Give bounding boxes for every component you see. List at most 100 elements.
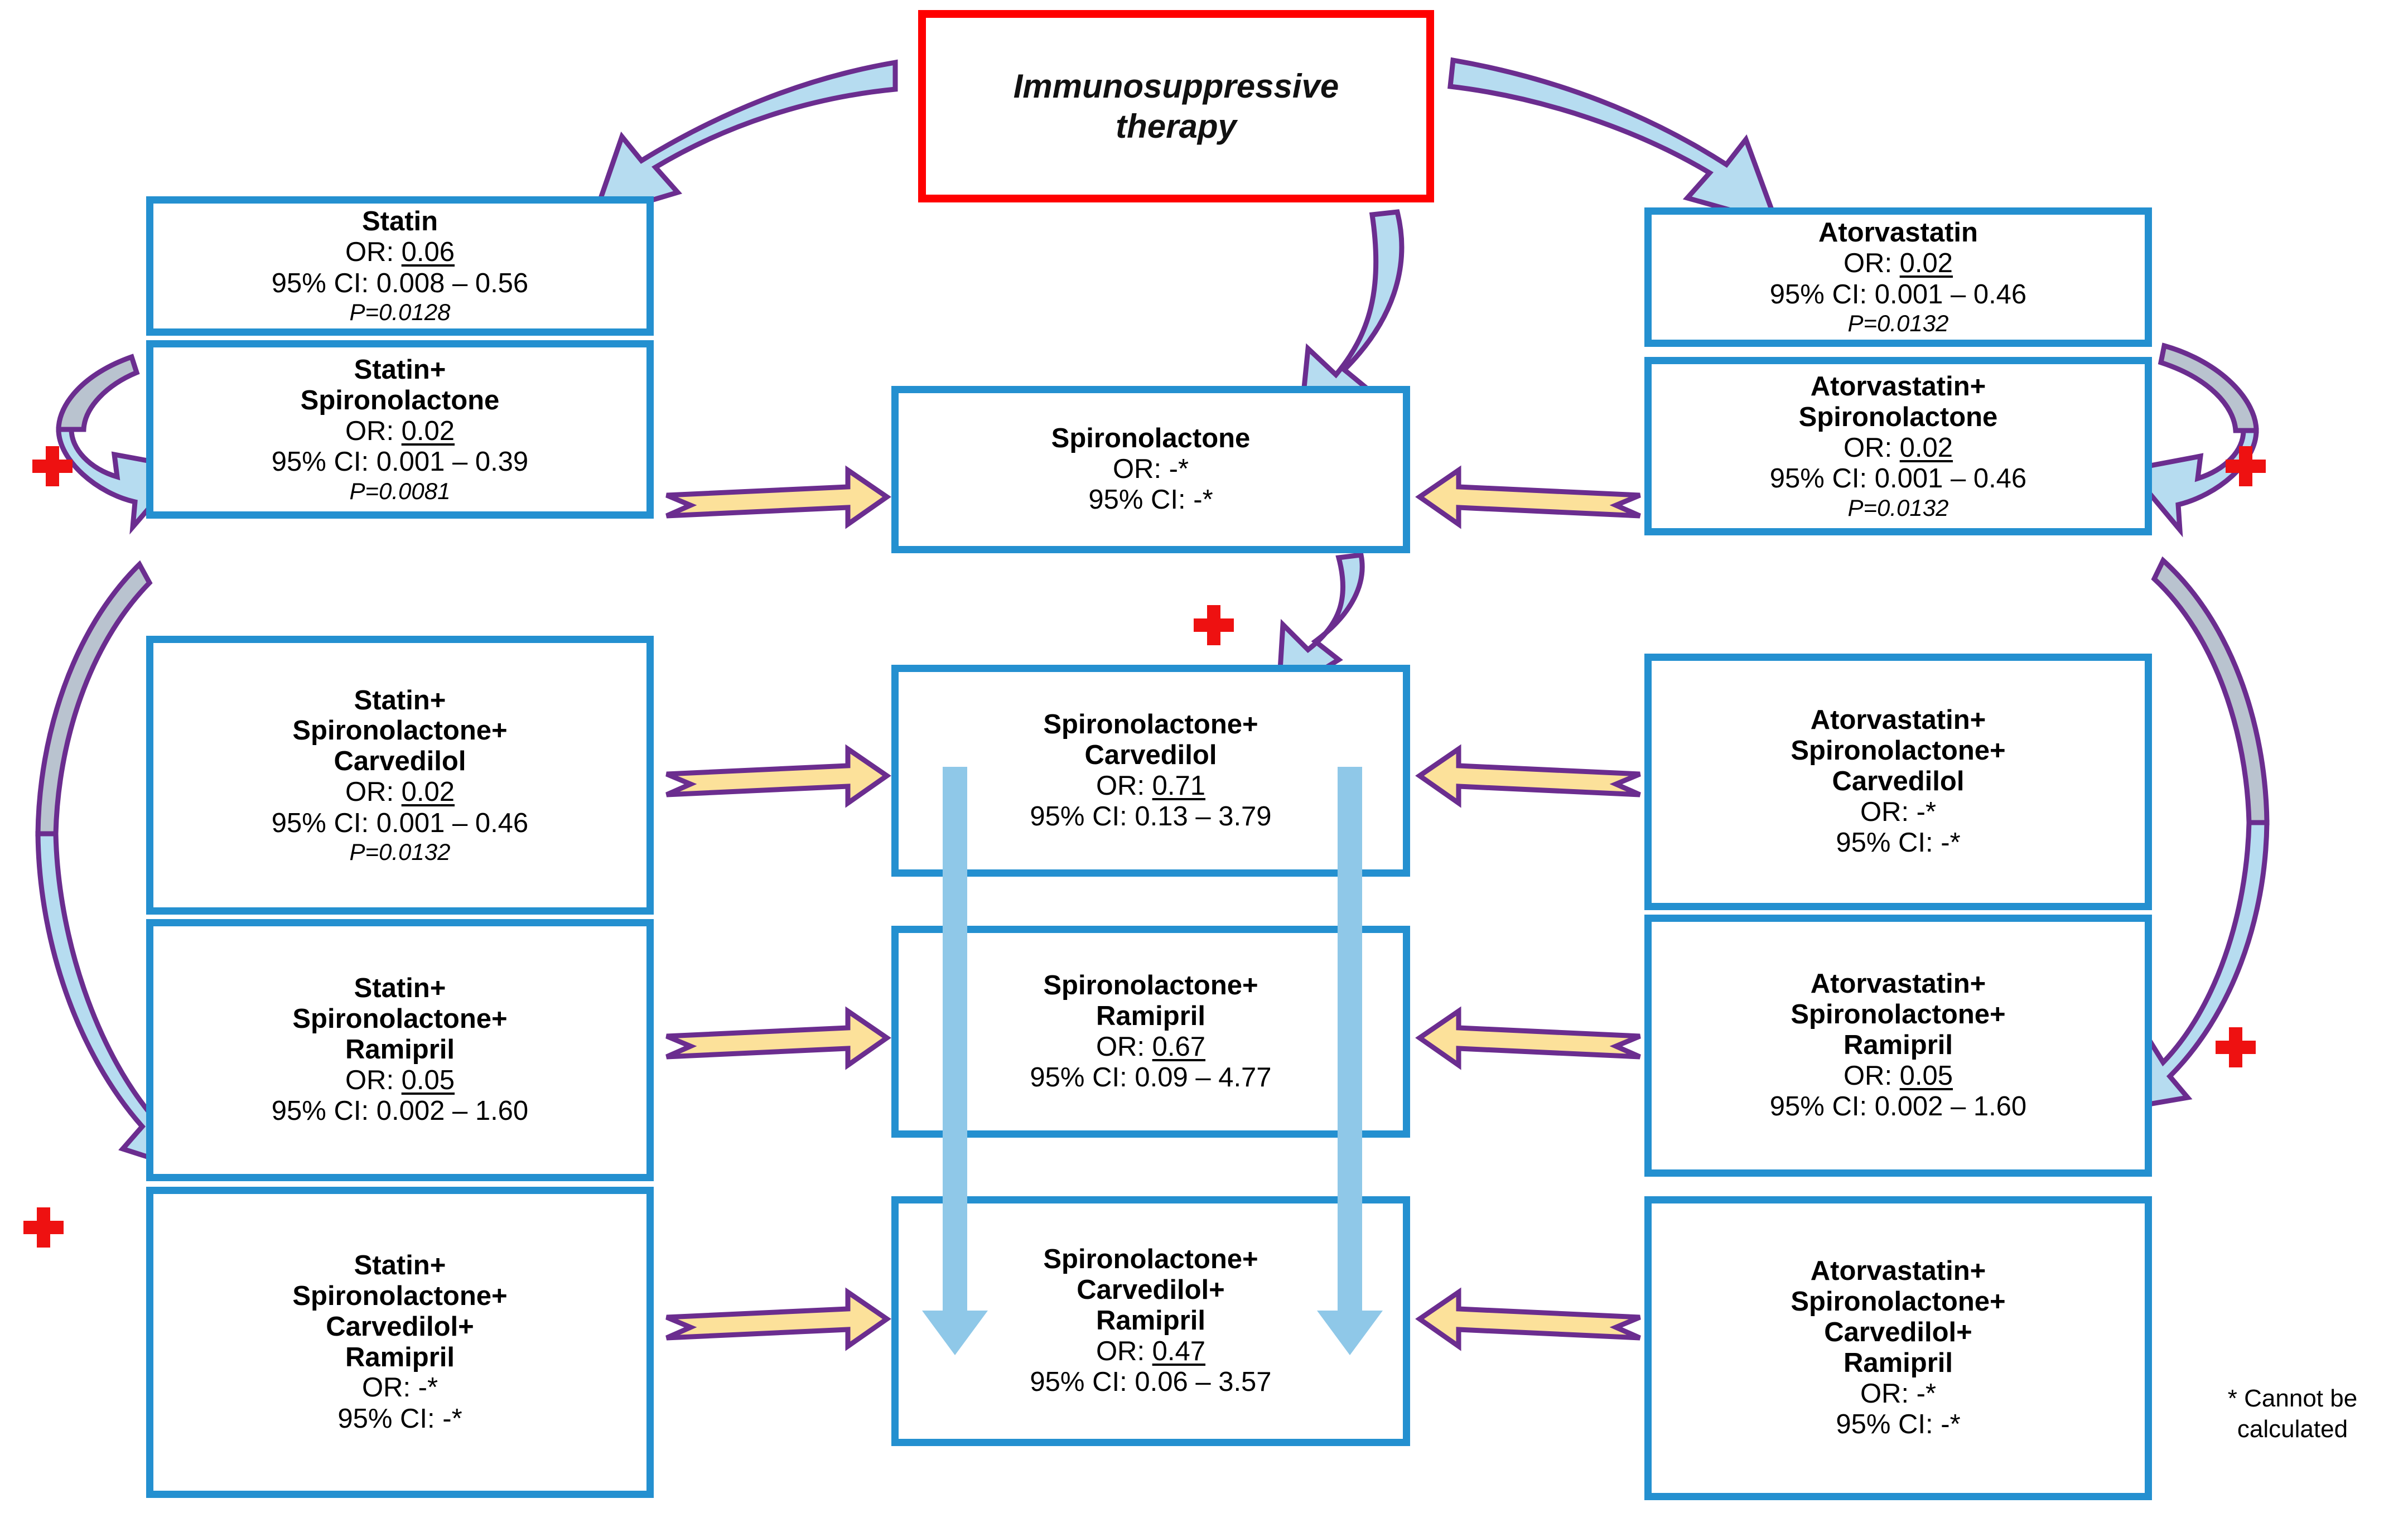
arrow-title-to-statin [590, 59, 898, 221]
node-atorvastatin-spironolactone-carvedilol[interactable]: Atorvastatin+ Spironolactone+ Carvedilol… [1644, 654, 2152, 910]
node-ci: 95% CI: -* [337, 1403, 462, 1434]
node-ci: 95% CI: -* [1836, 828, 1961, 858]
footnote-line-1: * Cannot be [2227, 1385, 2358, 1412]
node-or: OR: -* [1112, 454, 1189, 485]
node-pvalue: P=0.0081 [349, 477, 451, 504]
node-title-4: Ramipril [345, 1342, 455, 1372]
node-title-3: Carvedilol+ [326, 1311, 474, 1342]
arrow-yellow-right-4 [1415, 1287, 1641, 1351]
node-pvalue: P=0.0128 [349, 299, 451, 326]
node-title-3: Ramipril [345, 1035, 455, 1065]
plus-icon-right-lower [2216, 1027, 2256, 1067]
node-ci: 95% CI: 0.002 – 1.60 [271, 1096, 529, 1127]
title-box: Immunosuppressive therapy [918, 10, 1434, 202]
node-title-2: Spironolactone+ [1791, 736, 2006, 766]
node-title-1: Spironolactone+ [1043, 709, 1258, 739]
node-title-1: Statin+ [354, 685, 446, 716]
plus-icon-right-upper [2226, 446, 2266, 486]
node-title: Statin [361, 206, 438, 237]
node-atorvastatin-spironolactone-carvedilol-ramipril[interactable]: Atorvastatin+ Spironolactone+ Carvedilol… [1644, 1196, 2152, 1500]
node-title-2: Spironolactone+ [292, 1004, 508, 1035]
node-statin[interactable]: Statin OR: 0.06 95% CI: 0.008 – 0.56 P=0… [146, 196, 654, 336]
node-statin-spironolactone[interactable]: Statin+ Spironolactone OR: 0.02 95% CI: … [146, 340, 654, 519]
node-atorvastatin-spironolactone[interactable]: Atorvastatin+ Spironolactone OR: 0.02 95… [1644, 357, 2152, 535]
arrow-yellow-right-1 [1415, 465, 1641, 529]
node-atorvastatin-spironolactone-ramipril[interactable]: Atorvastatin+ Spironolactone+ Ramipril O… [1644, 915, 2152, 1177]
node-spironolactone-carvedilol-ramipril[interactable]: Spironolactone+ Carvedilol+ Ramipril OR:… [891, 1196, 1410, 1446]
node-pvalue: P=0.0132 [349, 838, 451, 865]
node-title-1: Atorvastatin+ [1810, 371, 1986, 402]
node-or: OR: 0.05 [1843, 1060, 1953, 1091]
node-title-2: Carvedilol [1084, 739, 1217, 770]
node-or: OR: -* [1860, 796, 1937, 827]
node-title-1: Spironolactone+ [1043, 970, 1258, 1000]
arrow-yellow-left-2 [665, 744, 891, 808]
node-title-3: Ramipril [1096, 1306, 1206, 1336]
title-line-1: Immunosuppressive [1013, 67, 1339, 105]
node-or: OR: 0.71 [1096, 770, 1206, 801]
node-or: OR: 0.67 [1096, 1031, 1206, 1062]
plus-icon-left-upper [32, 446, 73, 486]
node-ci: 95% CI: 0.06 – 3.57 [1030, 1367, 1272, 1398]
node-ci: 95% CI: 0.001 – 0.46 [1769, 279, 2027, 310]
node-ci: 95% CI: -* [1088, 485, 1213, 515]
node-or: OR: 0.02 [1843, 432, 1953, 463]
arrow-yellow-left-4 [665, 1287, 891, 1351]
node-title-1: Statin+ [354, 1250, 446, 1280]
node-title-2: Ramipril [1096, 1000, 1206, 1031]
node-title: Spironolactone [1051, 423, 1251, 454]
node-title-1: Statin+ [354, 973, 446, 1004]
node-title-1: Atorvastatin+ [1810, 969, 1986, 999]
node-title-2: Spironolactone [300, 385, 500, 415]
node-atorvastatin[interactable]: Atorvastatin OR: 0.02 95% CI: 0.001 – 0.… [1644, 207, 2152, 347]
node-title-2: Spironolactone+ [1791, 999, 2006, 1030]
plus-icon-left-lower [23, 1207, 64, 1248]
node-statin-spironolactone-carvedilol-ramipril[interactable]: Statin+ Spironolactone+ Carvedilol+ Rami… [146, 1187, 654, 1498]
node-title-2: Spironolactone [1798, 402, 1998, 432]
node-title-2: Spironolactone+ [292, 1280, 508, 1311]
arrow-title-to-atorvastatin [1447, 57, 1781, 227]
arrow-yellow-left-3 [665, 1006, 891, 1070]
node-ci: 95% CI: 0.002 – 1.60 [1769, 1091, 2027, 1122]
arrow-yellow-right-3 [1415, 1006, 1641, 1070]
node-title-3: Carvedilol [334, 746, 466, 777]
node-statin-spironolactone-ramipril[interactable]: Statin+ Spironolactone+ Ramipril OR: 0.0… [146, 919, 654, 1181]
node-statin-spironolactone-carvedilol[interactable]: Statin+ Spironolactone+ Carvedilol OR: 0… [146, 636, 654, 915]
node-or: OR: 0.47 [1096, 1336, 1206, 1366]
node-or: OR: 0.05 [345, 1065, 455, 1095]
node-title-4: Ramipril [1843, 1348, 1953, 1379]
node-title-3: Carvedilol+ [1824, 1317, 1972, 1348]
node-title-1: Spironolactone+ [1043, 1244, 1258, 1275]
node-title-2: Spironolactone+ [1791, 1287, 2006, 1317]
node-title-1: Atorvastatin+ [1810, 705, 1986, 736]
node-pvalue: P=0.0132 [1847, 310, 1949, 337]
node-or: OR: 0.02 [345, 415, 455, 446]
node-title-2: Carvedilol+ [1077, 1275, 1225, 1306]
title-line-2: therapy [1116, 107, 1237, 145]
node-ci: 95% CI: 0.001 – 0.46 [271, 808, 529, 838]
footnote-line-2: calculated [2237, 1415, 2348, 1443]
node-title-2: Spironolactone+ [292, 716, 508, 746]
node-title: Atorvastatin [1818, 217, 1978, 248]
footnote: * Cannot be calculated [2192, 1383, 2393, 1444]
plus-icon-center [1194, 605, 1234, 645]
node-spironolactone-carvedilol[interactable]: Spironolactone+ Carvedilol OR: 0.71 95% … [891, 665, 1410, 877]
node-ci: 95% CI: 0.09 – 4.77 [1030, 1062, 1272, 1093]
node-ci: 95% CI: 0.13 – 3.79 [1030, 801, 1272, 832]
node-or: OR: -* [361, 1372, 438, 1403]
node-ci: 95% CI: 0.008 – 0.56 [271, 268, 529, 298]
arrow-yellow-right-2 [1415, 744, 1641, 808]
node-pvalue: P=0.0132 [1847, 494, 1949, 521]
node-ci: 95% CI: 0.001 – 0.46 [1769, 463, 2027, 494]
node-or: OR: 0.02 [1843, 248, 1953, 279]
node-title-3: Carvedilol [1832, 766, 1965, 797]
node-spironolactone[interactable]: Spironolactone OR: -* 95% CI: -* [891, 386, 1410, 553]
arrow-yellow-left-1 [665, 465, 891, 529]
node-ci: 95% CI: 0.001 – 0.39 [271, 447, 529, 477]
node-ci: 95% CI: -* [1836, 1409, 1961, 1440]
node-spironolactone-ramipril[interactable]: Spironolactone+ Ramipril OR: 0.67 95% CI… [891, 926, 1410, 1138]
node-title-3: Ramipril [1843, 1030, 1953, 1061]
node-title-1: Statin+ [354, 355, 446, 385]
node-or: OR: 0.06 [345, 237, 455, 268]
